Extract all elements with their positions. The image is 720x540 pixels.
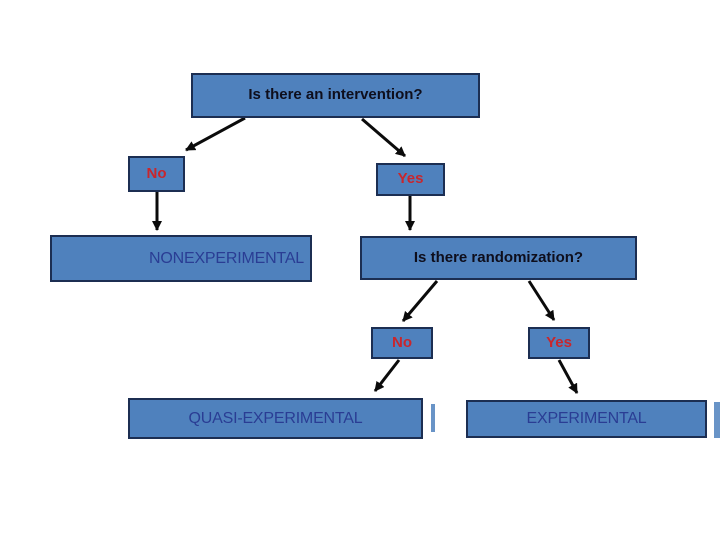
node-randomization-label: Is there randomization? [413,248,584,266]
node-quasi-label: QUASI-EXPERIMENTAL [188,409,363,427]
node-no-intervention: No [128,156,185,192]
box-fragment-after-quasi [431,404,435,432]
arrow-intervention-to-yes [361,117,406,158]
arrow-intervention-to-no [185,116,246,152]
node-experimental: EXPERIMENTAL [466,400,707,438]
node-yes2-label: Yes [546,333,572,351]
node-nonexperimental-label: NONEXPERIMENTAL [149,249,304,267]
node-experimental-label: EXPERIMENTAL [526,410,647,428]
node-yes1-label: Yes [397,170,424,188]
arrow-randomization-to-no [401,280,439,322]
node-quasi-experimental: QUASI-EXPERIMENTAL [128,398,423,439]
node-yes-intervention: Yes [376,163,445,196]
arrow-yes-to-experimental [557,359,579,394]
node-no2-label: No [392,333,412,351]
node-intervention-question: Is there an intervention? [191,73,480,118]
box-fragment-right-edge [714,402,720,438]
node-randomization-question: Is there randomization? [360,236,637,280]
node-no1-label: No [146,164,167,182]
node-yes-randomization: Yes [528,327,590,359]
node-intervention-label: Is there an intervention? [248,86,423,104]
node-no-randomization: No [371,327,433,359]
node-nonexperimental: NONEXPERIMENTAL [50,235,312,282]
arrow-no-to-quasi [373,359,401,392]
arrow-randomization-to-yes [527,280,556,321]
